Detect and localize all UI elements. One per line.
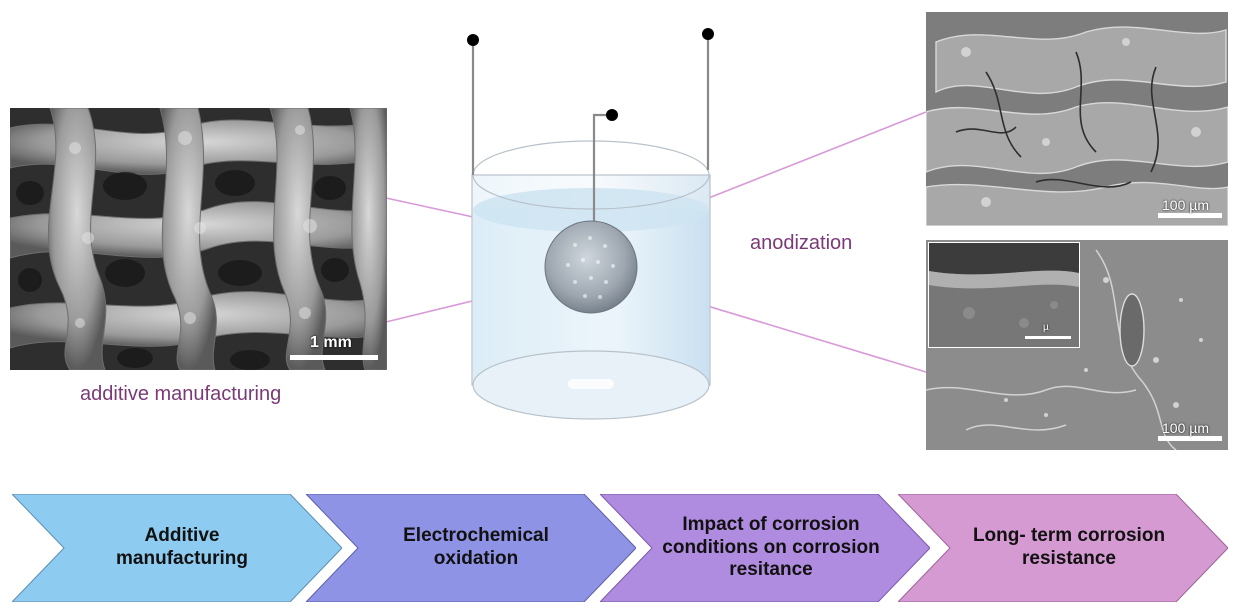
caption-anodization: anodization: [750, 232, 853, 254]
left-electrode-terminal: [467, 34, 479, 46]
process-step-corrosion-conditions: Impact of corrosion conditions on corros…: [600, 494, 930, 602]
scale-bar: [1158, 436, 1222, 441]
scale-label: 100 µm: [1162, 197, 1209, 213]
process-step-electrochemical-oxidation: Electrochemical oxidation: [306, 494, 636, 602]
scale-label: 100 µm: [1162, 420, 1209, 436]
electrochemical-cell-diagram: [467, 28, 714, 420]
caption-additive-manufacturing: additive manufacturing: [80, 383, 282, 405]
chevron-shape: [898, 494, 1228, 602]
process-step-label: Long- term corrosion resistance: [972, 525, 1166, 569]
porous-sphere-specimen: [544, 220, 638, 314]
inset-scale-bar: [1025, 336, 1071, 339]
center-electrode-terminal: [606, 109, 618, 121]
right-electrode-terminal: [702, 28, 714, 40]
process-step-label: Electrochemical oxidation: [403, 525, 549, 569]
sem-inset-cross-section: µ: [928, 242, 1080, 348]
lattice-texture: [10, 108, 387, 370]
sem-image-anodized-surface-bottom: µ 100 µm: [926, 240, 1228, 450]
process-step-long-term-corrosion: Long- term corrosion resistance: [898, 494, 1228, 602]
scale-label: 1 mm: [310, 334, 352, 351]
electrolyte-surface: [473, 188, 709, 232]
sem-image-anodized-surface-top: 100 µm: [926, 12, 1228, 226]
process-step-additive-manufacturing: Additive manufacturing: [12, 494, 342, 602]
process-step-label: Additive manufacturing: [116, 525, 248, 569]
scale-bar: [290, 355, 378, 360]
chevron-shape: [600, 494, 930, 602]
chevron-shape: [306, 494, 636, 602]
inset-scale-label: µ: [1043, 322, 1049, 333]
process-step-label: Impact of corrosion conditions on corros…: [662, 513, 880, 581]
sem-image-additive-lattice: 1 mm: [10, 108, 387, 370]
scale-bar: [1158, 213, 1222, 218]
anodized-texture: [926, 12, 1228, 226]
chevron-shape: [12, 494, 342, 602]
inset-texture: [929, 243, 1079, 347]
